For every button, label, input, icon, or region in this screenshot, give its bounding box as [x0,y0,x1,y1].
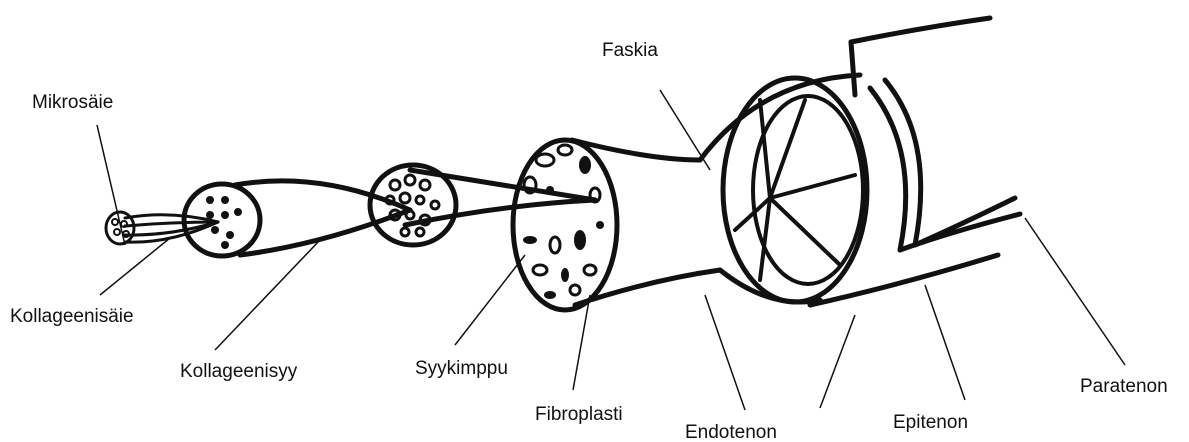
leader-epitenon [925,285,965,400]
fascicle-disc [513,140,617,310]
label-epitenon: Epitenon [893,412,968,433]
leader-fascicle [455,255,525,345]
label-microfibril: Mikrosäie [32,92,113,113]
leader-endotenon-2 [820,315,855,408]
fibril-disc [184,184,260,256]
label-fibril: Kollageenisäie [10,306,134,327]
label-fascicle: Syykimppu [415,358,508,379]
fascicle-sheath [572,140,720,305]
label-fascia: Faskia [602,40,658,61]
leader-paratenon [1025,218,1125,365]
fiber-cone [405,170,595,225]
label-paratenon: Paratenon [1080,376,1168,397]
label-fibroblast: Fibroplasti [535,404,623,425]
labels: Mikrosäie Kollageenisäie Kollageenisyy S… [10,40,1168,442]
label-endotenon: Endotenon [685,422,777,442]
fiber-disc [370,165,456,245]
microfibril-bundle [106,212,218,244]
leader-microfibril [97,125,125,245]
label-fiber: Kollageenisyy [180,361,298,382]
leader-fibril [100,238,170,295]
tendon-cross-section [700,75,867,302]
leader-endotenon [705,295,745,410]
